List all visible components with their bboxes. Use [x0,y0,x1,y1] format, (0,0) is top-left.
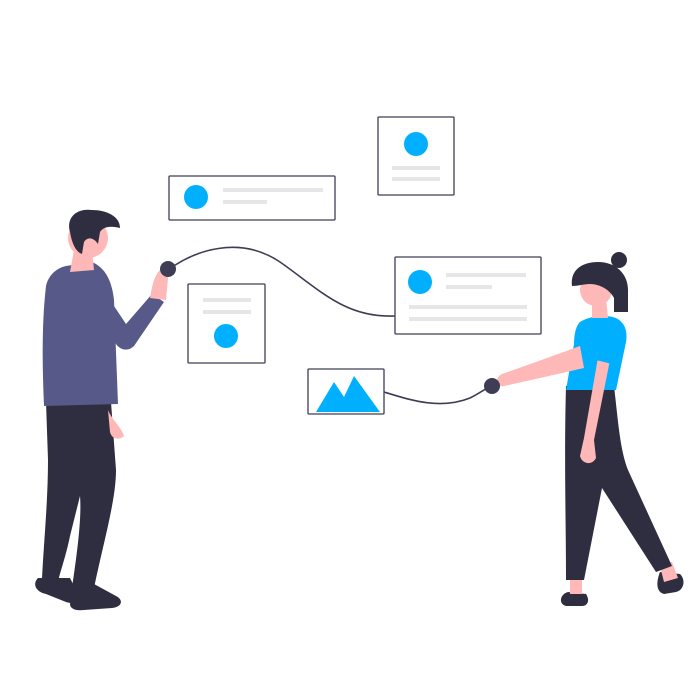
image-card [307,368,385,415]
woman-sleeve [596,320,623,364]
man-presenting [35,209,176,611]
connector-line-top [167,246,396,317]
avatar-circle-icon [408,270,432,294]
woman-pants [565,386,672,580]
profile-card-large [394,256,542,335]
profile-card-tall-left [187,283,266,364]
placeholder-line [203,298,251,302]
avatar-circle-icon [184,185,208,209]
man-controller-knob [160,261,176,277]
man-shirt [42,262,118,406]
placeholder-line [223,188,323,192]
placeholder-line [409,305,527,309]
woman-shoe-left [560,592,589,606]
placeholder-line [392,166,440,170]
placeholder-line [392,177,440,181]
woman-controller-knob [484,378,500,394]
woman-pointing [484,252,684,606]
placeholder-line [409,317,527,321]
man-raised-hand [150,268,169,300]
woman-down-arm [580,346,612,464]
man-pants [42,402,116,588]
mountain-image-icon [316,376,380,412]
avatar-circle-icon [404,132,428,156]
man-far-hand [108,410,124,439]
placeholder-line [446,273,526,277]
profile-card-tall-top [377,116,455,196]
profile-card-wide [168,175,336,221]
placeholder-line [223,200,267,204]
man-raised-sleeve [92,268,164,350]
placeholder-line [203,310,251,314]
woman-hair [571,262,628,312]
man-shoe-left [35,578,79,603]
woman-extended-arm [496,346,584,387]
man-hair [69,209,120,254]
placeholder-line [446,285,492,289]
avatar-circle-icon [214,324,238,348]
woman-ankle-left [570,576,582,594]
connector-line-bottom [383,385,493,405]
man-shoe-right [70,584,121,611]
woman-hair-bun [611,252,627,268]
